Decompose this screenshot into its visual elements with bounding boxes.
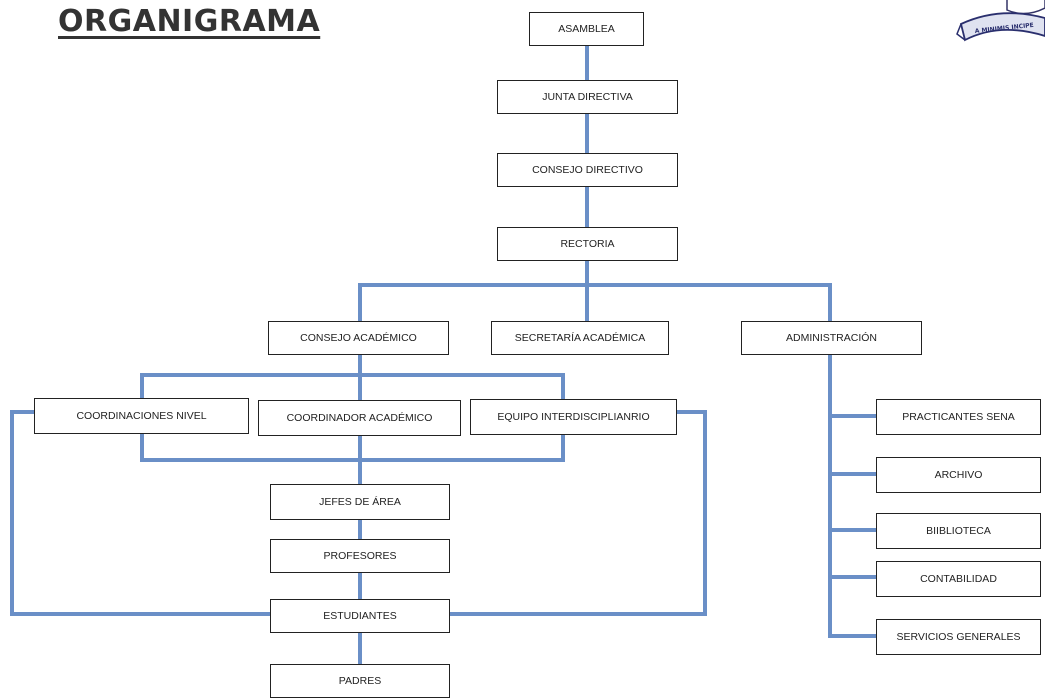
node-contabilidad: CONTABILIDAD [876, 561, 1041, 597]
node-estudiantes: ESTUDIANTES [270, 599, 450, 633]
node-equipo-interdisciplinario: EQUIPO INTERDISCIPLIANRIO [470, 399, 677, 435]
node-asamblea: ASAMBLEA [529, 12, 644, 46]
node-rectoria: RECTORIA [497, 227, 678, 261]
node-biblioteca: BIIBLIOTECA [876, 513, 1041, 549]
node-jefes-area: JEFES DE ÁREA [270, 484, 450, 520]
node-consejo-academico: CONSEJO ACADÉMICO [268, 321, 449, 355]
node-servicios-generales: SERVICIOS GENERALES [876, 619, 1041, 655]
node-consejo-directivo: CONSEJO DIRECTIVO [497, 153, 678, 187]
node-archivo: ARCHIVO [876, 457, 1041, 493]
school-crest-logo: A MINIMIS INCIPE [956, 0, 1045, 42]
page-title: ORGANIGRAMA [58, 4, 321, 39]
node-coordinaciones-nivel: COORDINACIONES NIVEL [34, 398, 249, 434]
node-administracion: ADMINISTRACIÓN [741, 321, 922, 355]
node-secretaria-academica: SECRETARÍA ACADÉMICA [491, 321, 669, 355]
node-padres: PADRES [270, 664, 450, 698]
node-coordinador-academico: COORDINADOR ACADÉMICO [258, 400, 461, 436]
node-practicantes-sena: PRACTICANTES SENA [876, 399, 1041, 435]
node-profesores: PROFESORES [270, 539, 450, 573]
node-junta-directiva: JUNTA DIRECTIVA [497, 80, 678, 114]
